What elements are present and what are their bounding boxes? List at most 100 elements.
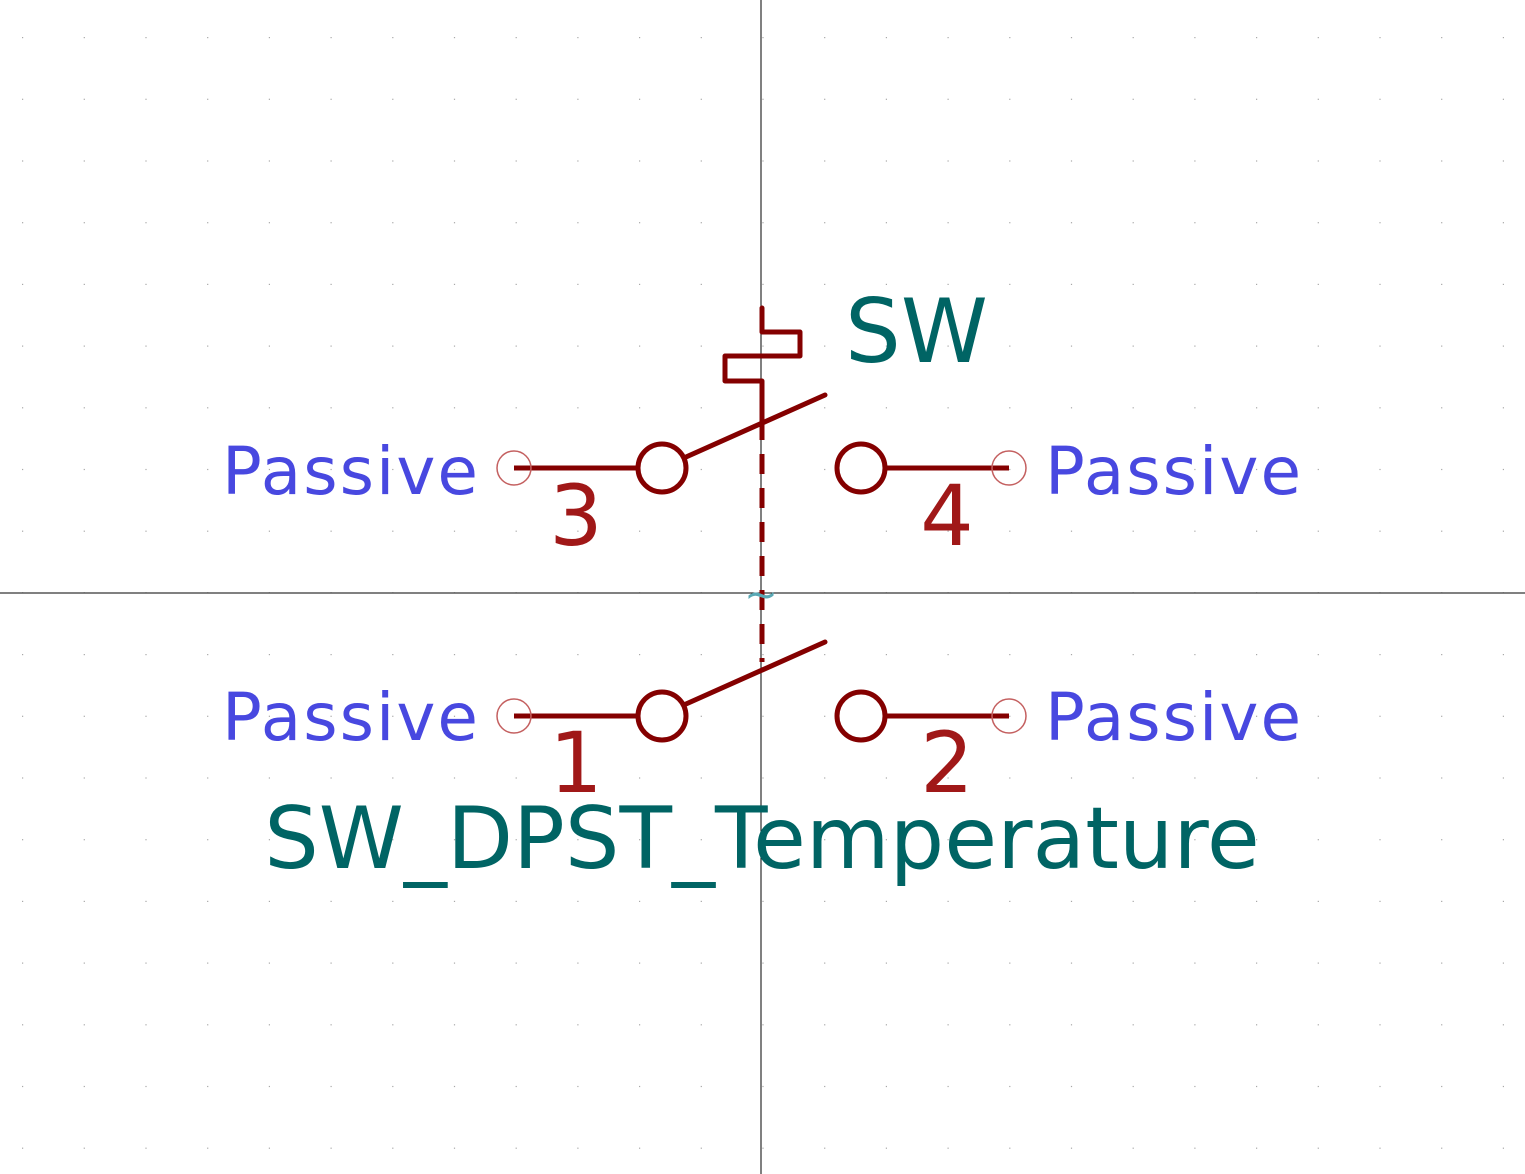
- grid-dot: [700, 407, 702, 409]
- grid-dot: [762, 160, 764, 162]
- grid-dot: [1070, 900, 1073, 902]
- grid-dot: [453, 283, 456, 285]
- pin-2-connection-point[interactable]: [991, 698, 1027, 734]
- grid-dot: [392, 962, 394, 964]
- grid-dot: [824, 160, 826, 162]
- grid-dot: [1441, 345, 1443, 347]
- grid-dot: [1379, 1085, 1381, 1088]
- grid-dot: [885, 654, 887, 656]
- grid-dot: [577, 962, 579, 964]
- grid-dot: [885, 37, 887, 39]
- grid-dot: [1379, 900, 1381, 902]
- grid-dot: [700, 1085, 702, 1088]
- grid-dot: [515, 1024, 517, 1026]
- grid-dot: [515, 283, 517, 285]
- grid-dot: [392, 283, 394, 285]
- grid-dot: [1194, 222, 1196, 224]
- bottom-switch-blade[interactable]: [683, 639, 828, 707]
- pin-1-contact-circle[interactable]: [635, 689, 689, 743]
- grid-dot: [83, 98, 85, 100]
- grid-dot: [207, 160, 209, 162]
- grid-dot: [1009, 530, 1011, 532]
- pin-2-contact-circle[interactable]: [834, 689, 888, 743]
- reference-designator[interactable]: SW: [845, 280, 988, 383]
- grid-dot: [1502, 530, 1504, 532]
- grid-dot: [824, 962, 826, 964]
- grid-dot: [1009, 839, 1011, 841]
- grid-dot: [1441, 530, 1443, 532]
- grid-dot: [1070, 345, 1073, 347]
- grid-dot: [762, 98, 764, 100]
- grid-dot: [1256, 962, 1258, 964]
- grid-dot: [1502, 777, 1504, 779]
- grid-dot: [885, 1147, 887, 1149]
- grid-dot: [1194, 407, 1196, 409]
- grid-dot: [453, 160, 456, 162]
- grid-dot: [392, 222, 394, 224]
- grid-dot: [885, 962, 887, 964]
- grid-dot: [83, 962, 85, 964]
- pin-1-connection-point[interactable]: [496, 698, 532, 734]
- grid-dot: [268, 283, 270, 285]
- pin-3-contact-circle[interactable]: [635, 441, 689, 495]
- grid-dot: [947, 1147, 949, 1149]
- grid-dot: [1009, 160, 1011, 162]
- grid-dot: [762, 777, 764, 779]
- grid-dot: [392, 345, 394, 347]
- grid-dot: [577, 777, 579, 779]
- grid-dot: [1194, 1024, 1196, 1026]
- pin-4-connection-point[interactable]: [991, 450, 1027, 486]
- grid-dot: [1441, 407, 1443, 409]
- grid-dot: [1317, 715, 1319, 717]
- grid-dot: [1379, 1024, 1381, 1026]
- grid-dot: [1194, 839, 1196, 841]
- grid-dot: [824, 283, 826, 285]
- grid-dot: [145, 407, 147, 409]
- grid-dot: [207, 98, 209, 100]
- grid-dot: [1502, 222, 1504, 224]
- grid-dot: [22, 654, 24, 656]
- grid-dot: [392, 1147, 394, 1149]
- grid-dot: [330, 839, 332, 841]
- grid-dot: [515, 160, 517, 162]
- grid-dot: [1441, 98, 1443, 100]
- grid-dot: [515, 777, 517, 779]
- grid-dot: [1441, 283, 1443, 285]
- pin-4-contact-circle[interactable]: [834, 441, 888, 495]
- grid-dot: [83, 1085, 85, 1088]
- grid-dot: [1070, 407, 1073, 409]
- grid-dot: [1441, 777, 1443, 779]
- grid-dot: [1502, 1024, 1504, 1026]
- grid-dot: [1132, 222, 1134, 224]
- grid-dot: [1194, 1085, 1196, 1088]
- grid-dot: [1317, 1147, 1319, 1149]
- grid-dot: [22, 962, 24, 964]
- grid-dot: [1502, 37, 1504, 39]
- grid-dot: [83, 777, 85, 779]
- grid-dot: [453, 1147, 456, 1149]
- pin-3-connection-point[interactable]: [496, 450, 532, 486]
- top-switch-blade[interactable]: [683, 392, 828, 460]
- grid-dot: [1070, 839, 1073, 841]
- grid-dot: [1379, 839, 1381, 841]
- pin-2-type-label: Passive: [1045, 679, 1303, 756]
- grid-dot: [700, 160, 702, 162]
- grid-dot: [824, 777, 826, 779]
- grid-dot: [207, 962, 209, 964]
- grid-dot: [1379, 98, 1381, 100]
- grid-dot: [700, 468, 702, 471]
- grid-dot: [639, 962, 641, 964]
- pin-1-type-label: Passive: [222, 679, 480, 756]
- grid-dot: [1441, 222, 1443, 224]
- grid-dot: [453, 468, 456, 471]
- grid-dot: [1070, 777, 1073, 779]
- grid-dot: [330, 777, 332, 779]
- grid-dot: [330, 900, 332, 902]
- temperature-actuator-symbol[interactable]: [722, 305, 803, 423]
- grid-dot: [330, 1147, 332, 1149]
- symbol-value[interactable]: SW_DPST_Temperature: [264, 789, 1260, 889]
- grid-dot: [700, 715, 702, 717]
- grid-dot: [145, 1147, 147, 1149]
- grid-dot: [453, 839, 456, 841]
